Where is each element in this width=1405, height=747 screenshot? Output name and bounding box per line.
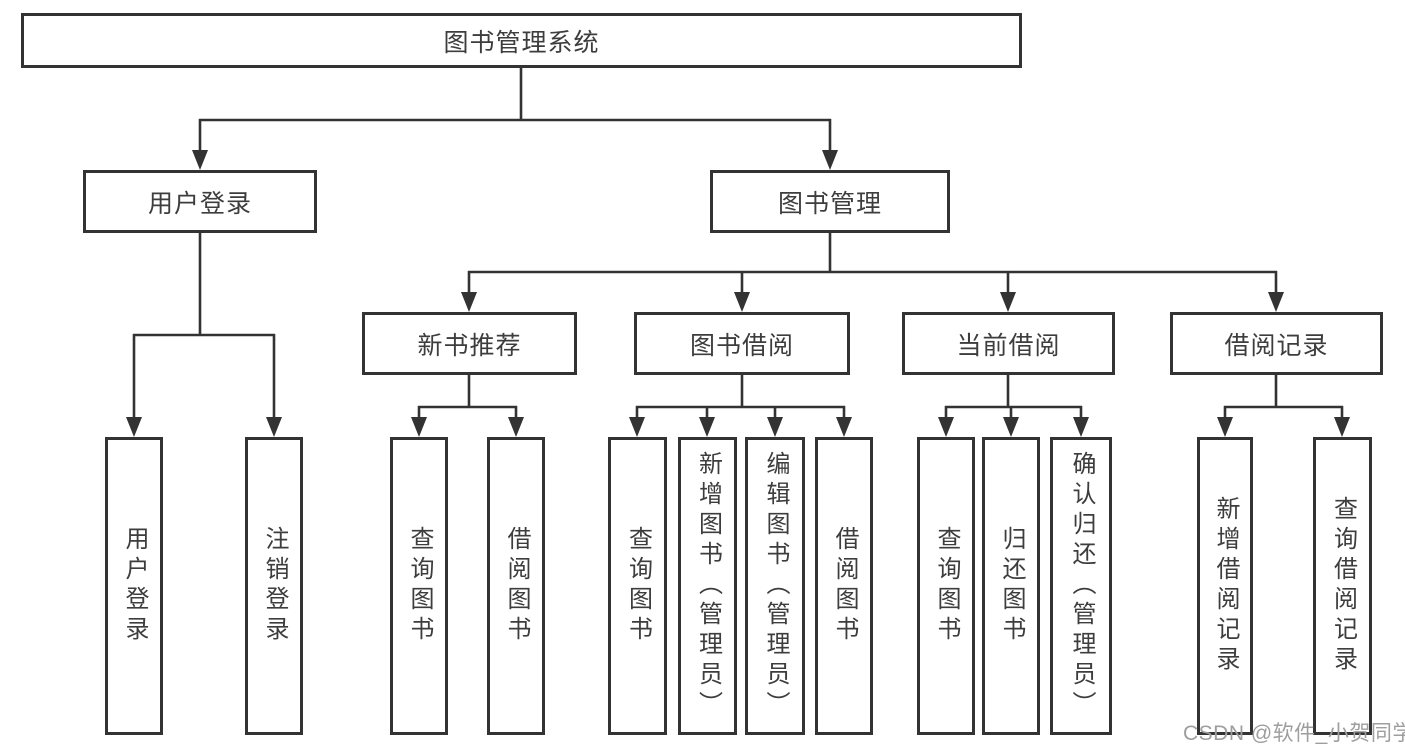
- node-book-borrow: 图书借阅: [634, 312, 850, 375]
- node-label: 归还图书: [998, 526, 1025, 646]
- node-label: 图书管理系统: [443, 28, 600, 57]
- node-label: 确认归还（管理员）: [1068, 451, 1095, 721]
- node-label: 查询图书: [933, 526, 960, 646]
- node-label: 用户登录: [147, 189, 252, 218]
- node-label: 借阅记录: [1224, 331, 1329, 360]
- node-label: 编辑图书（管理员）: [762, 451, 789, 721]
- node-system-root: 图书管理系统: [21, 13, 1022, 68]
- node-label: 新增图书（管理员）: [694, 451, 722, 721]
- node-label: 图书管理: [777, 189, 882, 218]
- leaf-borrow-books: 借阅图书: [815, 437, 873, 735]
- leaf-query-books: 查询图书: [608, 437, 667, 735]
- node-label: 查询图书: [406, 526, 433, 646]
- node-label: 借阅图书: [503, 526, 530, 646]
- node-book-management: 图书管理: [710, 170, 950, 233]
- leaf-add-borrow-record: 新增借阅记录: [1197, 437, 1253, 735]
- leaf-add-book-admin: 新增图书（管理员）: [678, 437, 737, 735]
- node-borrow-records: 借阅记录: [1170, 312, 1383, 375]
- node-label: 用户登录: [121, 526, 148, 646]
- leaf-user-login: 用户登录: [105, 437, 163, 735]
- leaf-edit-book-admin: 编辑图书（管理员）: [745, 437, 805, 735]
- leaf-query-books: 查询图书: [390, 437, 448, 735]
- leaf-borrow-books: 借阅图书: [487, 437, 545, 735]
- node-label: 图书借阅: [689, 331, 794, 360]
- leaf-query-borrow-record: 查询借阅记录: [1313, 437, 1372, 735]
- watermark-csdn: CSDN @软件_小贺同学: [1183, 722, 1405, 745]
- node-current-borrow: 当前借阅: [902, 312, 1115, 375]
- node-label: 查询借阅记录: [1329, 496, 1357, 676]
- node-new-book-recommend: 新书推荐: [362, 312, 577, 375]
- leaf-query-books: 查询图书: [917, 437, 975, 735]
- node-label: 借阅图书: [831, 526, 858, 646]
- node-label: 新增借阅记录: [1212, 496, 1239, 676]
- node-label: 新书推荐: [417, 331, 522, 360]
- leaf-return-books: 归还图书: [982, 437, 1040, 735]
- leaf-confirm-return-admin: 确认归还（管理员）: [1050, 437, 1112, 735]
- node-label: 当前借阅: [956, 331, 1061, 360]
- node-user-login: 用户登录: [83, 170, 317, 233]
- leaf-logout: 注销登录: [245, 437, 303, 735]
- node-label: 查询图书: [624, 526, 652, 646]
- node-label: 注销登录: [261, 526, 288, 646]
